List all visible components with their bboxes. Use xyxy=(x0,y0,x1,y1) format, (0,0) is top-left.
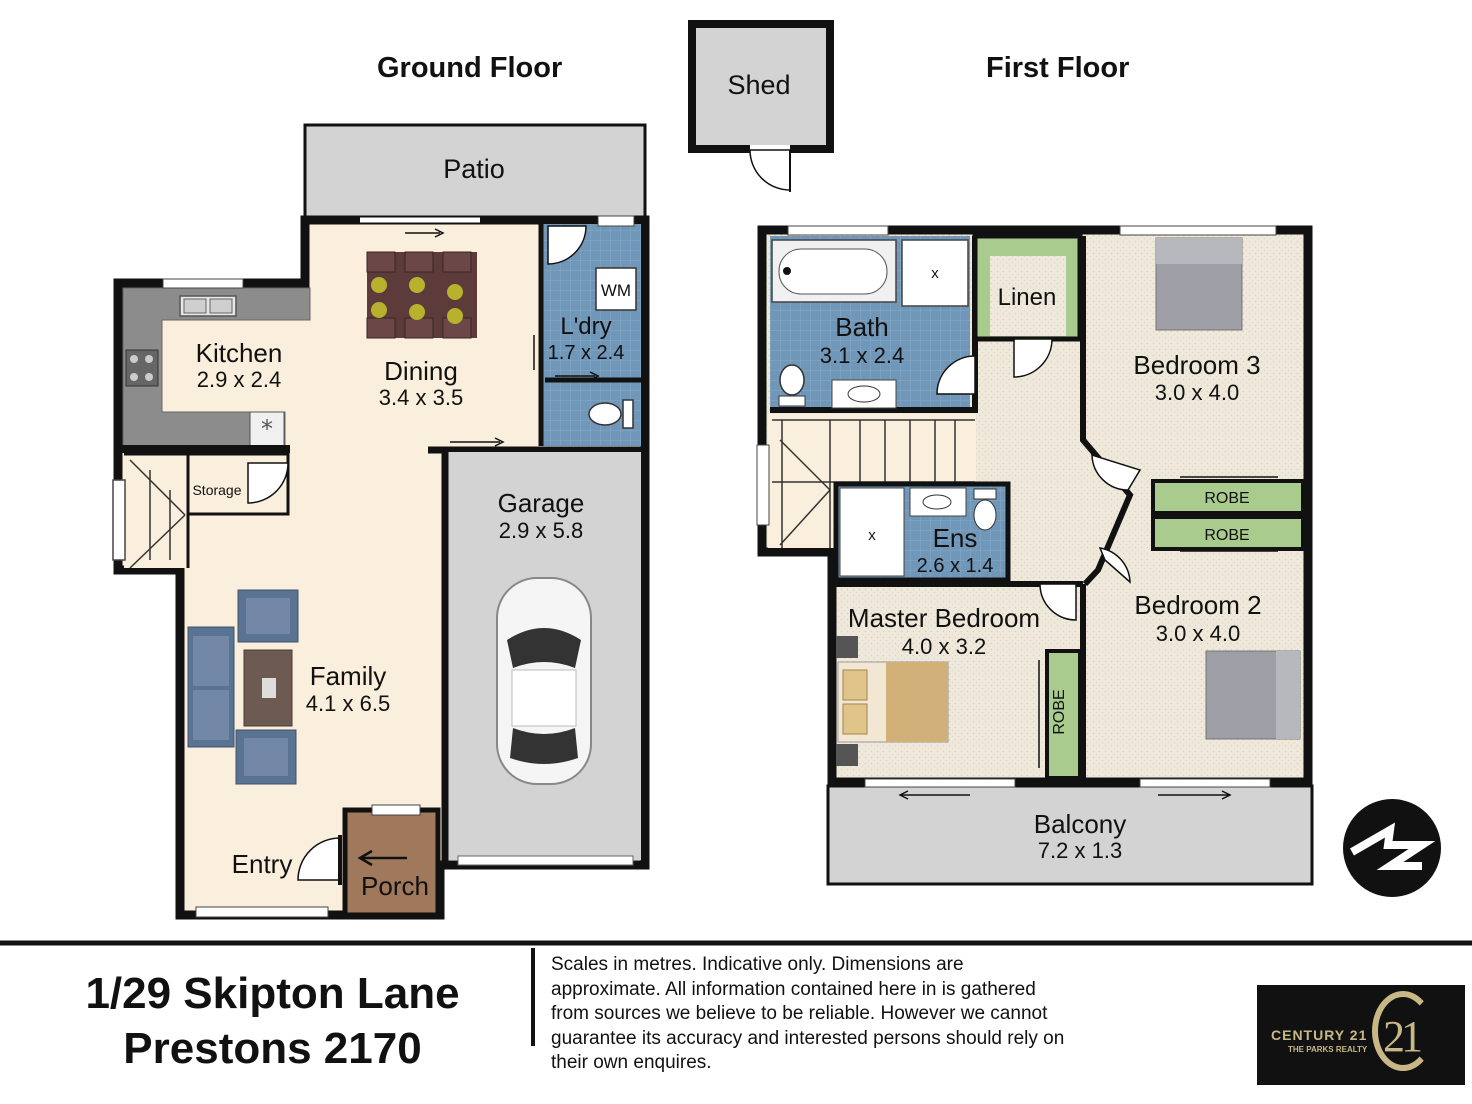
bedroom2-door-swing xyxy=(1098,547,1131,584)
window-stairs xyxy=(112,479,126,561)
north-arrow-icon xyxy=(1343,799,1441,897)
garage-label: Garage xyxy=(498,488,585,518)
bedroom3-door-swing xyxy=(1091,453,1142,491)
bath-toilet-icon xyxy=(779,364,805,396)
ensuite-shower-mark: x xyxy=(868,527,876,544)
brand-name: CENTURY 21 xyxy=(1271,1027,1368,1043)
laundry-window xyxy=(597,215,635,227)
laundry-label: L'dry xyxy=(560,313,611,340)
family-label: Family xyxy=(310,661,387,691)
address-line-1: 1/29 Skipton Lane xyxy=(85,969,460,1018)
balcony-label: Balcony xyxy=(1034,809,1127,839)
stairs-ground xyxy=(124,454,188,568)
balcony-slider-left xyxy=(864,778,1016,788)
ensuite-size: 2.6 x 1.4 xyxy=(917,555,994,577)
dining-label: Dining xyxy=(384,356,458,386)
century21-logo: CENTURY 21 THE PARKS REALTY 21 xyxy=(1257,985,1465,1085)
first-floor: x x xyxy=(756,225,1314,886)
linen-door-swing xyxy=(1013,338,1053,378)
armchair-icon xyxy=(235,589,299,785)
bedroom3-size: 3.0 x 4.0 xyxy=(1155,380,1239,405)
patio-area xyxy=(303,123,647,222)
master-robe-label: ROBE xyxy=(1051,689,1068,734)
bedroom2-bed-icon xyxy=(1205,650,1301,740)
patio-label: Patio xyxy=(443,154,505,184)
entry-label: Entry xyxy=(232,849,293,879)
bath-shower-mark: x xyxy=(931,265,939,282)
entry-door-swing xyxy=(297,837,341,881)
ground-floor: * xyxy=(112,123,650,920)
address-line-2: Prestons 2170 xyxy=(123,1024,422,1073)
shower-icon xyxy=(901,239,969,307)
svg-text:*: * xyxy=(261,415,273,443)
bedroom2-label: Bedroom 2 xyxy=(1134,590,1261,620)
brand-numeral: 21 xyxy=(1383,1012,1423,1061)
storage-door-swing xyxy=(247,462,289,504)
bedroom3-bed-icon xyxy=(1155,237,1243,331)
ensuite-shower xyxy=(839,487,905,577)
kitchen-label: Kitchen xyxy=(196,338,283,368)
ensuite-label: Ens xyxy=(933,523,978,553)
laundry-door-swing xyxy=(547,225,587,265)
kitchen-size: 2.9 x 2.4 xyxy=(197,367,281,392)
robe-upper-label: ROBE xyxy=(1204,490,1249,507)
shed-label: Shed xyxy=(727,70,790,100)
master-robe xyxy=(1045,649,1082,780)
robe-lower-label: ROBE xyxy=(1204,527,1249,544)
robe-bedroom3 xyxy=(1151,479,1305,515)
linen-label: Linen xyxy=(998,284,1057,311)
ground-floor-heading: Ground Floor xyxy=(377,52,563,84)
first-floor-heading: First Floor xyxy=(986,52,1130,84)
bath-door-swing xyxy=(936,355,976,395)
laundry-size: 1.7 x 2.4 xyxy=(548,342,625,364)
stairs-window xyxy=(756,444,770,526)
robe-bedroom2 xyxy=(1151,515,1305,551)
sofa-icon xyxy=(187,626,235,748)
front-window xyxy=(195,906,329,918)
bedroom3-window xyxy=(1119,225,1277,236)
fridge-icon xyxy=(249,411,285,447)
shed: Shed xyxy=(688,20,834,192)
brand-office: THE PARKS REALTY xyxy=(1288,1045,1368,1054)
master-size: 4.0 x 3.2 xyxy=(902,634,986,659)
balcony-area xyxy=(826,784,1314,886)
shed-door-swing xyxy=(749,149,791,191)
bath-size: 3.1 x 2.4 xyxy=(820,343,904,368)
washing-machine-icon xyxy=(595,267,637,311)
balcony-size: 7.2 x 1.3 xyxy=(1038,838,1122,863)
bath-label: Bath xyxy=(835,312,889,342)
brand-c-mark xyxy=(1372,991,1434,1071)
master-door-swing xyxy=(1039,583,1077,621)
garage-size: 2.9 x 5.8 xyxy=(499,518,583,543)
family-size: 4.1 x 6.5 xyxy=(306,691,390,716)
porch-label: Porch xyxy=(361,871,429,901)
dining-size: 3.4 x 3.5 xyxy=(379,385,463,410)
bedroom2-size: 3.0 x 4.0 xyxy=(1156,621,1240,646)
bath-window xyxy=(787,225,889,236)
balcony-slider-right xyxy=(1139,778,1271,788)
master-bed-icon xyxy=(836,636,949,766)
washing-machine-label: WM xyxy=(601,281,631,300)
bedroom3-label: Bedroom 3 xyxy=(1133,350,1260,380)
cooktop-icon xyxy=(125,349,159,387)
disclaimer-text: Scales in metres. Indicative only. Dimen… xyxy=(551,954,1065,1074)
storage-label: Storage xyxy=(192,482,241,498)
toilet-icon xyxy=(588,402,622,426)
porch-area xyxy=(342,807,441,918)
dining-table-icon xyxy=(366,251,477,339)
porch-window xyxy=(371,804,421,816)
garage-door xyxy=(457,855,634,866)
car-icon xyxy=(496,577,592,785)
master-label: Master Bedroom xyxy=(848,603,1040,633)
kitchen-window xyxy=(162,278,244,289)
